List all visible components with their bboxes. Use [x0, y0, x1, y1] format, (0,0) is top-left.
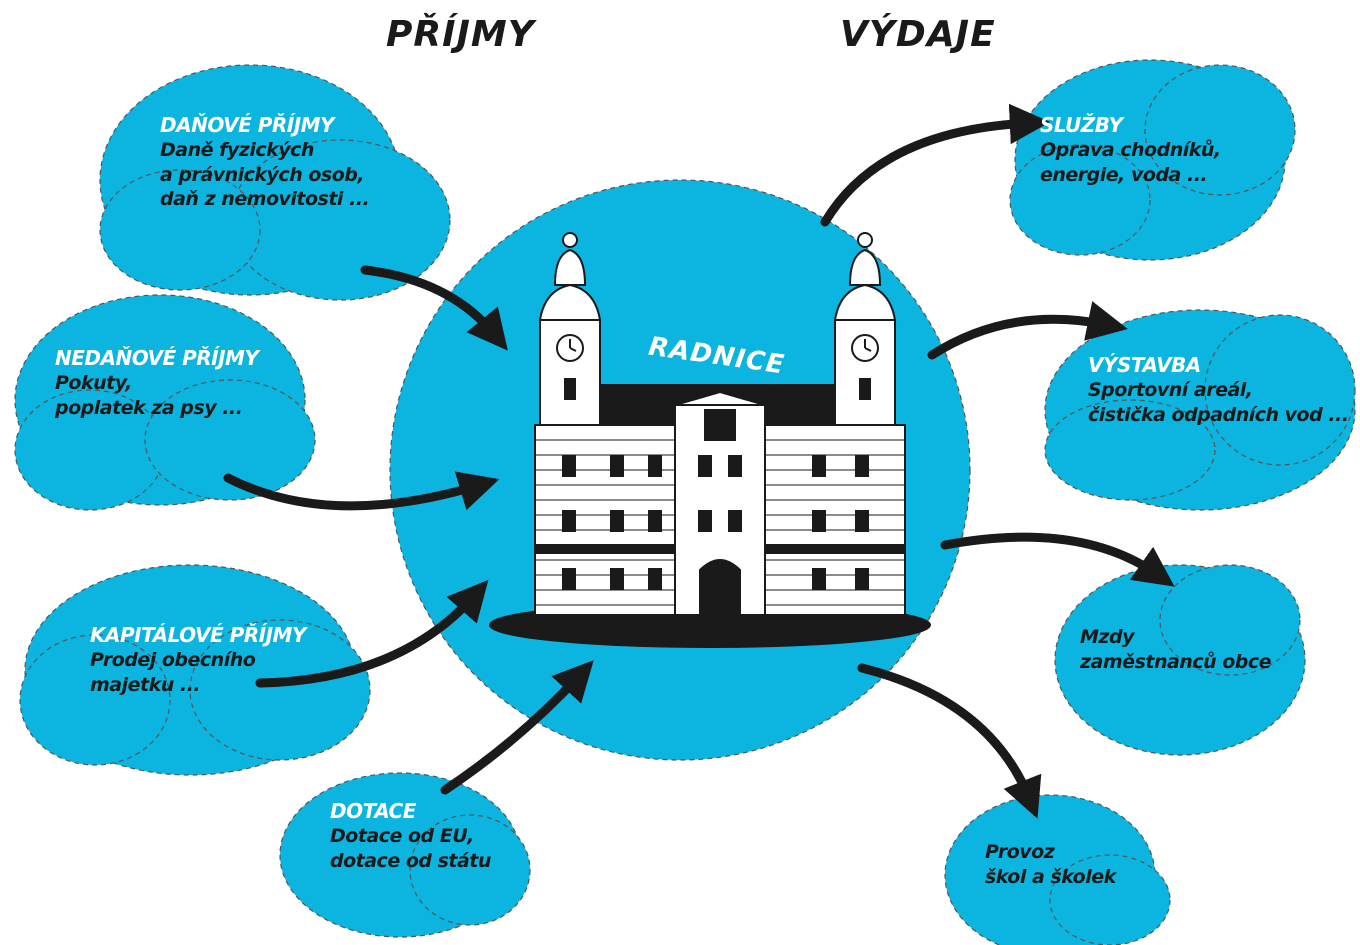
cloud-provoz [944, 794, 1171, 945]
income-item-line: majetku ... [90, 673, 201, 696]
expense-item-line: škol a školek [985, 865, 1116, 888]
income-item-line: daň z nemovitosti ... [160, 188, 370, 211]
income-item-line: Dotace od EU, [330, 825, 474, 847]
arrow-danove [360, 265, 508, 351]
expense-item-line: Sportovní areál, [1088, 379, 1253, 401]
expense-item-line: energie, voda ... [1040, 163, 1208, 186]
arrow-nedanove [223, 471, 500, 511]
income-item-line: dotace od státu [330, 849, 491, 872]
income-item-line: Daně fyzických [160, 139, 314, 161]
arrow-mzdy [940, 532, 1175, 587]
town-hall-building-illustration [489, 232, 931, 648]
cloud-nedanove-prijmy [14, 294, 316, 511]
income-item-danove: DAŇOVÉ PŘÍJMY Daně fyzických a právnický… [160, 112, 370, 212]
income-item-line: a právnických osob, [160, 163, 365, 186]
cloud-sluzby [1009, 59, 1296, 261]
income-item-title: NEDAŇOVÉ PŘÍJMY [55, 346, 259, 370]
expense-item-title: VÝSTAVBA [1088, 353, 1201, 377]
expenses-header: VÝDAJE [840, 14, 996, 55]
expense-item-line: Mzdy [1080, 626, 1134, 648]
income-item-kapitalove: KAPITÁLOVÉ PŘÍJMY Prodej obecního majetk… [90, 622, 306, 697]
income-item-title: DOTACE [330, 799, 416, 823]
cloud-mzdy [1054, 564, 1306, 756]
expense-arrows [820, 103, 1175, 819]
income-item-title: DAŇOVÉ PŘÍJMY [160, 113, 335, 137]
income-item-title: KAPITÁLOVÉ PŘÍJMY [90, 623, 306, 647]
expense-item-vystavba: VÝSTAVBA Sportovní areál, čistička odpad… [1088, 352, 1349, 427]
expense-item-title: SLUŽBY [1040, 113, 1123, 137]
arrow-vystavba [927, 301, 1128, 360]
income-item-line: Pokuty, [55, 372, 132, 394]
income-arrows [223, 265, 594, 795]
expense-item-line: Provoz [985, 841, 1055, 863]
arrow-dotace [440, 660, 594, 795]
cloud-kapitalove-prijmy [19, 564, 371, 776]
arrow-sluzby [820, 103, 1051, 227]
cloud-danove-prijmy [99, 64, 451, 301]
arrow-kapitalove [255, 579, 489, 688]
cloud-vystavba [1044, 309, 1356, 511]
arrow-provoz [857, 663, 1042, 819]
expense-item-mzdy: Mzdy zaměstnanců obce [1080, 625, 1272, 674]
income-item-line: Prodej obecního [90, 649, 256, 671]
cloud-dotace [279, 772, 531, 938]
income-item-dotace: DOTACE Dotace od EU, dotace od státu [330, 798, 491, 873]
expense-item-line: zaměstnanců obce [1080, 650, 1272, 673]
expense-item-sluzby: SLUŽBY Oprava chodníků, energie, voda ..… [1040, 112, 1221, 187]
expense-item-provoz: Provoz škol a školek [985, 840, 1116, 889]
income-item-line: poplatek za psy ... [55, 396, 243, 419]
expense-item-line: čistička odpadních vod ... [1088, 403, 1349, 426]
expense-item-line: Oprava chodníků, [1040, 139, 1221, 161]
income-item-nedanove: NEDAŇOVÉ PŘÍJMY Pokuty, poplatek za psy … [55, 345, 259, 420]
income-header: PŘÍJMY [386, 14, 535, 55]
